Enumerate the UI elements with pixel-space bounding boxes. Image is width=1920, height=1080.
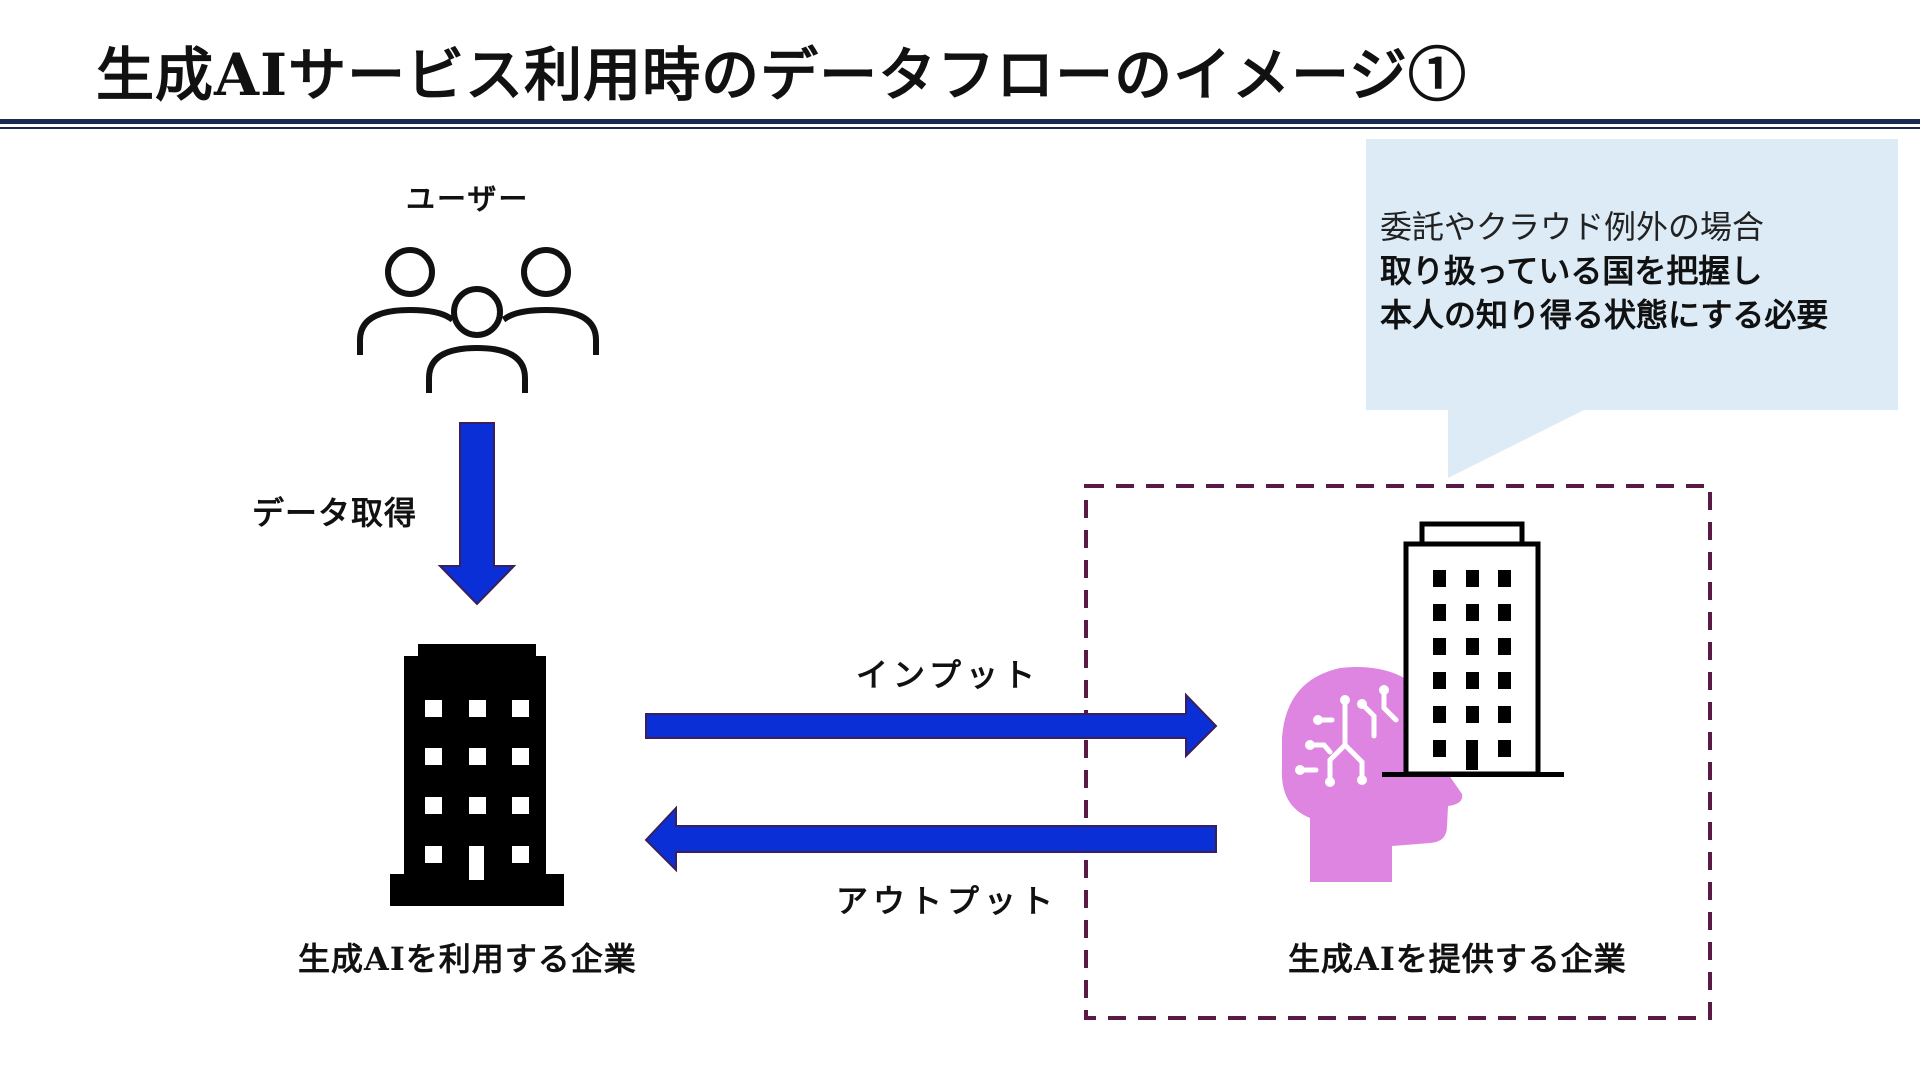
- user-company-label: 生成AIを利用する企業: [298, 940, 637, 978]
- data-acquisition-arrow: [437, 422, 517, 606]
- input-label: インプット: [856, 656, 1041, 694]
- title-rule-thin: [0, 127, 1920, 129]
- provider-region: [1084, 484, 1712, 1020]
- callout-bubble: [1366, 139, 1898, 478]
- output-arrow: [644, 805, 1217, 873]
- users-group-icon: [357, 247, 599, 393]
- callout-text: 委託やクラウド例外の場合 取り扱っている国を把握し 本人の知り得る状態にする必要: [1380, 205, 1828, 337]
- page-title: 生成AIサービス利用時のデータフローのイメージ①: [96, 41, 1467, 109]
- office-building-icon: [390, 644, 564, 906]
- callout-line-3: 本人の知り得る状態にする必要: [1380, 296, 1829, 334]
- callout-line-2: 取り扱っている国を把握し: [1380, 252, 1763, 290]
- users-label: ユーザー: [406, 182, 530, 216]
- callout-line-1: 委託やクラウド例外の場合: [1380, 208, 1765, 246]
- output-label: アウトプット: [836, 882, 1059, 920]
- provider-label: 生成AIを提供する企業: [1288, 940, 1627, 978]
- input-arrow: [645, 692, 1218, 759]
- office-building-outline-icon: [1382, 521, 1564, 777]
- data-acquisition-label: データ取得: [252, 494, 418, 532]
- title-rule: [0, 119, 1920, 124]
